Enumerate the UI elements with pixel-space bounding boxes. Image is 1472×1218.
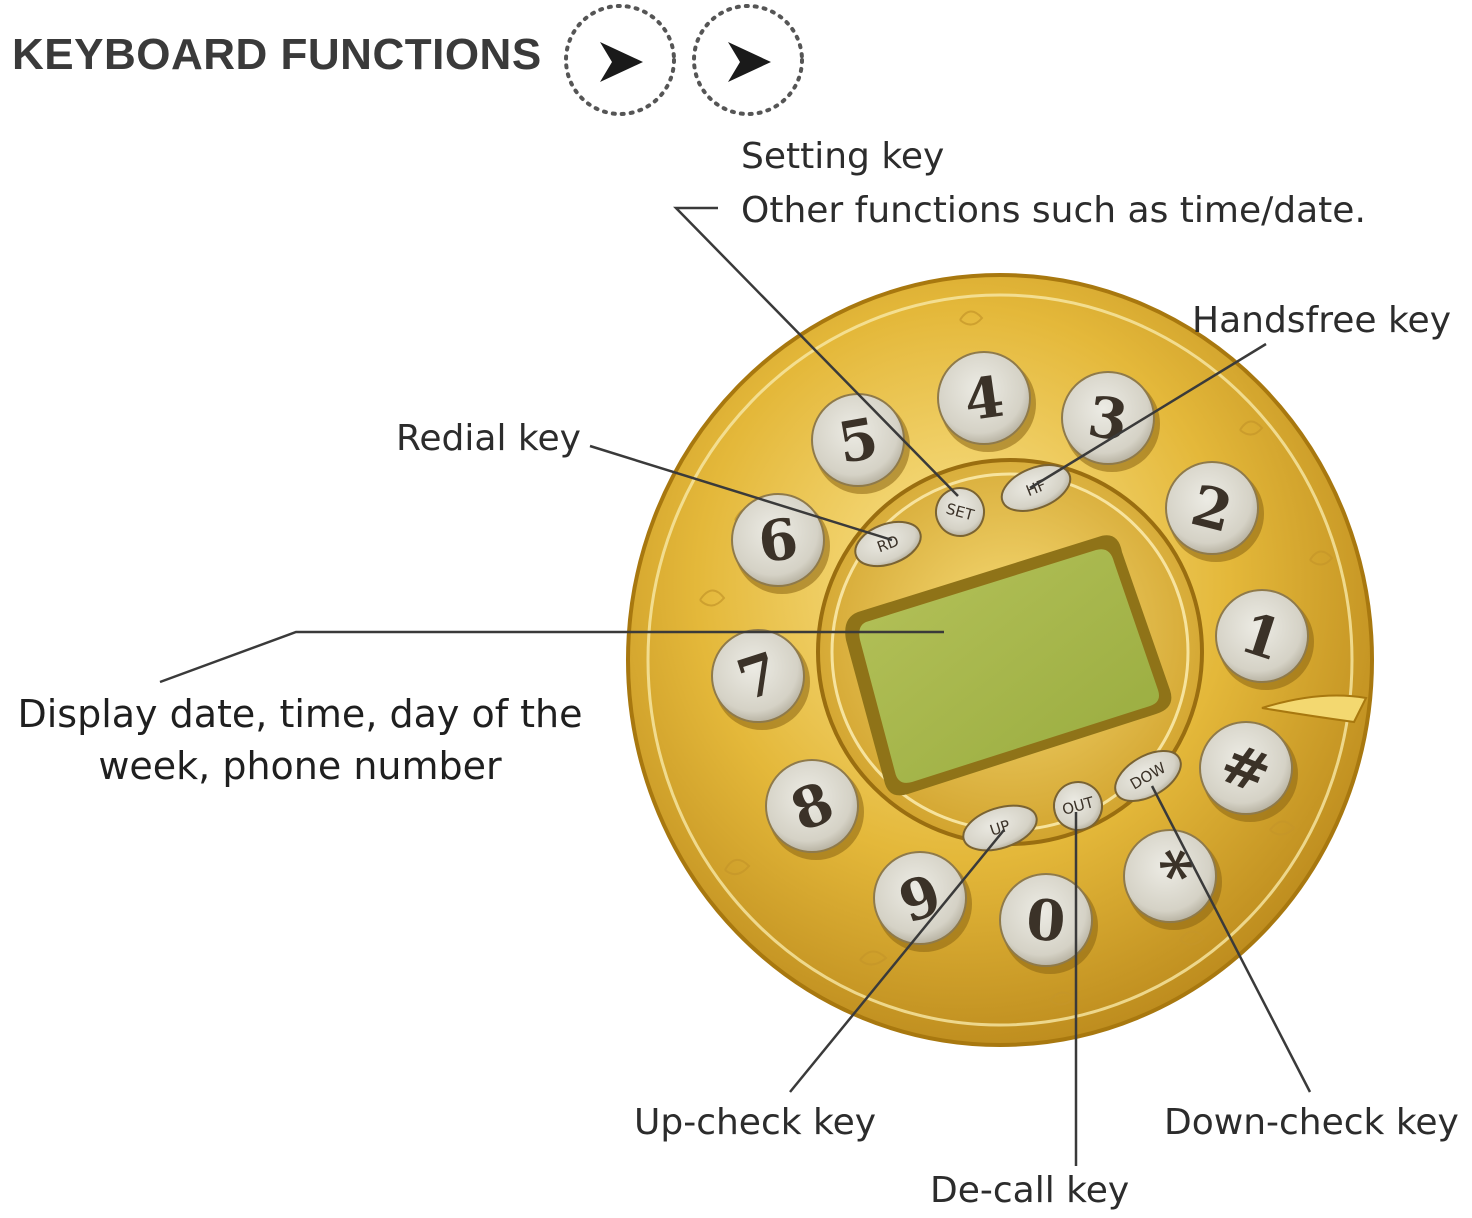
dial-key-2[interactable]: 2 [1165,461,1264,562]
dial-key-digit: 0 [1024,887,1067,956]
dial-key-9[interactable]: 9 [873,851,972,952]
setting-key-description: Other functions such as time/date. [741,190,1366,231]
dial-key-3[interactable]: 3 [1061,371,1160,472]
dial-key-digit: 3 [1084,384,1132,455]
downcheck-key[interactable]: DOW [1107,741,1189,812]
redial-leader [589,444,893,542]
chevron-right-icon [564,4,676,116]
upcheck-key-label: Up-check key [634,1102,877,1143]
redial-key-label: Redial key [396,418,581,459]
dial-key-digit: 4 [960,364,1008,435]
upcheck-key-label: UP [988,816,1013,839]
downcheck-key-label: Down-check key [1164,1102,1459,1143]
decall-key-label: De-call key [930,1170,1130,1211]
handsfree-key-label: Handsfree key [1192,300,1451,341]
display-label-line1: Display date, time, day of the [17,692,583,736]
display-label: Display date, time, day of the week, pho… [0,688,600,792]
setting-key[interactable]: SET [931,483,990,542]
setting-key-label: Setting key [741,136,945,177]
decall-key[interactable]: OUT [1049,777,1108,836]
dial-key-8[interactable]: 8 [765,759,864,860]
handsfree-leader [1029,342,1267,490]
dial-key-7[interactable]: 7 [711,629,810,730]
leader-lines [159,206,1312,1166]
dial-key-star[interactable]: * [1123,829,1222,930]
dial-key-6[interactable]: 6 [731,493,830,594]
downcheck-leader [1150,785,1312,1093]
setting-leader [673,206,959,497]
dial-key-hash[interactable]: # [1199,721,1298,822]
chevron-right-icon [692,4,804,116]
display-leader [159,630,944,684]
dial-key-4[interactable]: 4 [937,351,1036,452]
dial-key-0[interactable]: 0 [999,873,1098,974]
dial-key-digit: 6 [754,506,802,577]
page-title: KEYBOARD FUNCTIONS [12,30,542,79]
upcheck-leader [789,829,1005,1093]
upcheck-key[interactable]: UP [958,797,1043,859]
display-label-line2: week, phone number [98,744,502,788]
dial-key-1[interactable]: 1 [1215,589,1314,690]
lcd-display [845,535,1172,796]
